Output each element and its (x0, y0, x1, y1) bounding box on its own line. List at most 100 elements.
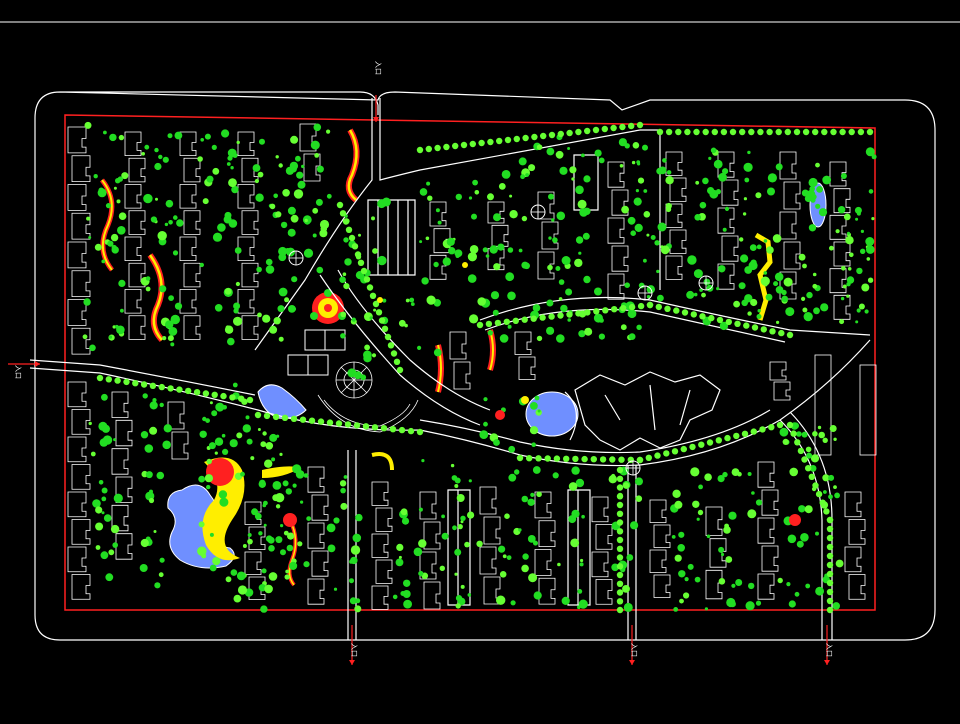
tree-icon (865, 237, 875, 246)
tree-icon (363, 276, 371, 283)
tree-icon (116, 325, 125, 335)
tree-icon (282, 189, 290, 197)
tree-icon (247, 538, 253, 545)
building-block (607, 161, 625, 188)
building-block (665, 255, 683, 280)
building-block (538, 577, 556, 605)
tree-icon (254, 178, 259, 184)
tree-icon (372, 248, 378, 254)
building-block (237, 289, 255, 314)
tree-icon (769, 328, 776, 335)
building-block (237, 131, 255, 157)
tree-icon (303, 561, 310, 568)
tree-icon (276, 434, 280, 438)
tree-icon (757, 309, 761, 313)
tree-icon (202, 198, 209, 205)
tree-icon (103, 130, 107, 135)
tree-icon (832, 602, 840, 610)
tree-icon (532, 304, 541, 312)
tree-icon (572, 538, 579, 545)
tree-icon (637, 302, 645, 310)
building-block (128, 157, 146, 183)
tree-icon (823, 490, 827, 494)
tree-icon (409, 297, 415, 303)
tree-icon (810, 197, 816, 203)
tree-icon (856, 308, 861, 313)
tree-icon (528, 573, 538, 583)
tree-icon (493, 263, 501, 271)
building-block (71, 574, 91, 600)
building-block (829, 214, 847, 240)
building-block (71, 464, 91, 490)
fountain-icon (530, 204, 546, 220)
building-block (241, 210, 259, 235)
tree-icon (105, 573, 114, 582)
tree-icon (303, 248, 314, 258)
tree-icon (487, 193, 494, 201)
tree-icon (826, 606, 834, 614)
tree-icon (818, 208, 828, 217)
tree-icon (101, 259, 106, 264)
tree-icon (775, 163, 783, 171)
tree-icon (220, 392, 227, 400)
tree-icon (616, 554, 624, 561)
tree-icon (117, 176, 124, 182)
tree-icon (497, 243, 505, 251)
tree-icon (801, 296, 806, 301)
tree-icon (499, 334, 509, 343)
tree-icon (218, 490, 228, 499)
tree-icon (725, 318, 732, 326)
tree-icon (326, 129, 331, 134)
tree-icon (866, 257, 871, 261)
tree-icon (755, 600, 762, 606)
tree-icon (211, 144, 217, 150)
tree-icon (145, 276, 151, 281)
tree-icon (861, 283, 870, 292)
tree-icon (262, 431, 267, 436)
tree-icon (107, 240, 114, 247)
tree-icon (403, 599, 412, 609)
tree-icon (518, 157, 527, 166)
flower-bed-north-y (347, 129, 358, 201)
tree-icon (782, 438, 789, 445)
tree-icon (839, 319, 845, 325)
tree-icon (812, 272, 817, 277)
tree-icon (556, 211, 566, 221)
tree-icon (866, 245, 875, 254)
tree-icon (623, 602, 633, 612)
tree-icon (208, 442, 216, 450)
tree-icon (627, 216, 636, 225)
tree-icon (316, 266, 324, 274)
tree-icon (666, 170, 672, 175)
tree-icon (628, 303, 636, 311)
building-block (844, 546, 862, 573)
tree-icon (616, 598, 624, 605)
tree-icon (421, 459, 425, 463)
tree-icon (404, 323, 408, 328)
tree-icon (514, 469, 520, 475)
building-block (833, 241, 851, 267)
tree-icon (846, 294, 850, 298)
tree-icon (520, 174, 525, 180)
tree-icon (454, 548, 462, 556)
tree-icon (828, 474, 835, 481)
tree-icon (366, 284, 374, 291)
tree-icon (258, 480, 266, 488)
building-block (783, 181, 801, 210)
tree-icon (534, 395, 540, 401)
building-block (248, 526, 266, 550)
tree-icon (209, 532, 214, 537)
tree-icon (141, 152, 145, 156)
tree-icon (227, 148, 237, 158)
tree-icon (574, 258, 583, 268)
tree-icon (384, 333, 392, 341)
tree-icon (816, 186, 823, 193)
tree-icon (233, 316, 243, 326)
landscape-trees (82, 121, 877, 614)
building-block (665, 151, 683, 176)
tree-icon (272, 481, 282, 490)
tree-icon (469, 314, 479, 324)
building-block (371, 481, 389, 506)
tree-icon (841, 266, 846, 271)
tree-icon (575, 478, 585, 488)
